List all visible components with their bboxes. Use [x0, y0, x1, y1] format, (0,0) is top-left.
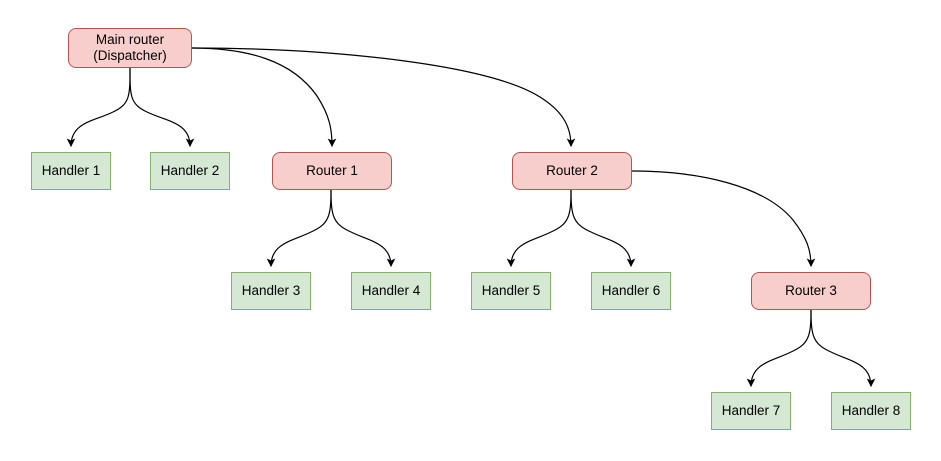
connector-main-router-to-handler-1 — [66, 67, 131, 147]
connector-router-2-to-router-3 — [631, 170, 816, 267]
edges-group — [66, 47, 876, 387]
node-handler-3[interactable]: Handler 3 — [231, 272, 311, 310]
connector-main-router-to-handler-2 — [129, 67, 195, 147]
node-label-handler-1: Handler 1 — [41, 163, 101, 179]
connector-router-1-to-handler-4 — [330, 189, 396, 267]
node-label-router-1: Router 1 — [306, 163, 358, 179]
node-handler-7[interactable]: Handler 7 — [711, 392, 791, 430]
node-router-3[interactable]: Router 3 — [751, 272, 871, 310]
node-label-handler-2: Handler 2 — [160, 163, 220, 179]
connector-main-router-to-router-1 — [191, 47, 337, 147]
node-handler-5[interactable]: Handler 5 — [471, 272, 551, 310]
node-handler-2[interactable]: Handler 2 — [150, 152, 230, 190]
node-handler-6[interactable]: Handler 6 — [591, 272, 671, 310]
node-label-handler-8: Handler 8 — [841, 403, 901, 419]
connector-router-2-to-handler-6 — [570, 189, 636, 267]
connector-router-1-to-handler-3 — [266, 189, 332, 267]
node-label-handler-7: Handler 7 — [721, 403, 781, 419]
node-label-handler-5: Handler 5 — [481, 283, 541, 299]
node-main-router[interactable]: Main router (Dispatcher) — [68, 28, 192, 68]
connector-router-2-to-handler-5 — [506, 189, 572, 267]
node-label-handler-6: Handler 6 — [601, 283, 661, 299]
connector-main-router-to-router-2 — [191, 47, 576, 147]
node-router-1[interactable]: Router 1 — [272, 152, 392, 190]
node-handler-1[interactable]: Handler 1 — [31, 152, 111, 190]
connector-router-3-to-handler-7 — [746, 309, 812, 387]
node-label-router-3: Router 3 — [785, 283, 837, 299]
node-handler-4[interactable]: Handler 4 — [351, 272, 431, 310]
node-router-2[interactable]: Router 2 — [512, 152, 632, 190]
node-label-handler-3: Handler 3 — [241, 283, 301, 299]
node-handler-8[interactable]: Handler 8 — [831, 392, 911, 430]
node-label-router-2: Router 2 — [546, 163, 598, 179]
connector-router-3-to-handler-8 — [810, 309, 876, 387]
node-label-main-router: Main router (Dispatcher) — [93, 32, 167, 63]
node-label-handler-4: Handler 4 — [361, 283, 421, 299]
